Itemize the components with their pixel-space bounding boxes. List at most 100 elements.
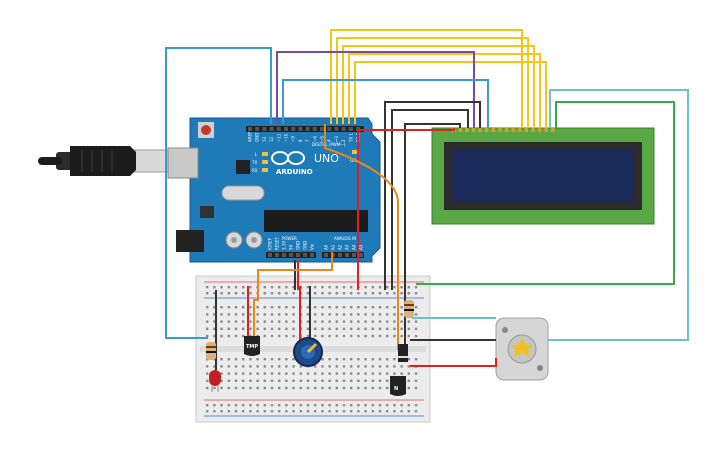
breadboard-hole[interactable] (213, 410, 216, 413)
breadboard-hole[interactable] (407, 286, 410, 289)
breadboard-hole[interactable] (278, 358, 281, 361)
breadboard-hole[interactable] (278, 365, 281, 368)
usb-cable[interactable] (38, 146, 171, 176)
wire-yellow[interactable] (330, 29, 523, 128)
breadboard-hole[interactable] (314, 292, 317, 295)
breadboard-hole[interactable] (386, 379, 389, 382)
potentiometer[interactable] (293, 337, 323, 367)
breadboard-hole[interactable] (342, 334, 346, 338)
breadboard-hole[interactable] (350, 379, 353, 382)
breadboard-hole[interactable] (249, 292, 252, 295)
breadboard-hole[interactable] (220, 358, 223, 361)
breadboard-hole[interactable] (227, 306, 230, 309)
breadboard-hole[interactable] (242, 372, 245, 375)
breadboard-hole[interactable] (270, 327, 274, 330)
lcd-pin[interactable] (491, 128, 496, 132)
breadboard-hole[interactable] (292, 320, 295, 323)
lcd-pin[interactable] (465, 128, 469, 132)
breadboard-hole[interactable] (249, 327, 252, 330)
breadboard-hole[interactable] (335, 386, 338, 390)
breadboard-hole[interactable] (414, 372, 418, 375)
breadboard-hole[interactable] (357, 306, 360, 309)
digital-pin[interactable] (248, 127, 252, 131)
breadboard-hole[interactable] (206, 379, 209, 382)
wire-blue[interactable] (165, 47, 272, 339)
breadboard-hole[interactable] (285, 320, 288, 323)
breadboard-hole[interactable] (364, 358, 367, 361)
resistor[interactable] (404, 300, 414, 318)
breadboard-hole[interactable] (220, 286, 223, 289)
breadboard-hole[interactable] (371, 410, 374, 413)
breadboard-hole[interactable] (270, 334, 274, 338)
lcd-pin[interactable] (551, 128, 555, 132)
breadboard-hole[interactable] (400, 286, 403, 289)
breadboard-hole[interactable] (400, 334, 403, 338)
arduino-uno-board[interactable]: L TX RX ON ARDUINO UNO DIGITAL (PWM~) PO… (167, 117, 381, 263)
breadboard-hole[interactable] (292, 286, 295, 289)
breadboard-hole[interactable] (213, 313, 216, 316)
breadboard-hole[interactable] (364, 372, 367, 375)
breadboard-hole[interactable] (386, 404, 389, 407)
lcd-pin[interactable] (511, 128, 515, 132)
breadboard-hole[interactable] (350, 410, 353, 413)
breadboard-hole[interactable] (386, 306, 389, 309)
breadboard-hole[interactable] (292, 292, 295, 295)
breadboard-hole[interactable] (378, 286, 382, 289)
breadboard-hole[interactable] (285, 372, 288, 375)
breadboard-hole[interactable] (357, 386, 360, 390)
breadboard-hole[interactable] (386, 313, 389, 316)
breadboard-hole[interactable] (328, 410, 331, 413)
breadboard-hole[interactable] (378, 327, 382, 330)
dc-motor[interactable] (495, 317, 549, 381)
breadboard-hole[interactable] (357, 404, 360, 407)
breadboard-hole[interactable] (306, 404, 310, 407)
breadboard-hole[interactable] (306, 292, 310, 295)
breadboard-hole[interactable] (386, 320, 389, 323)
digital-pin[interactable] (262, 127, 267, 131)
breadboard-hole[interactable] (220, 365, 223, 368)
breadboard-hole[interactable] (364, 320, 367, 323)
breadboard-hole[interactable] (278, 379, 281, 382)
breadboard-hole[interactable] (306, 386, 310, 390)
breadboard-hole[interactable] (234, 334, 238, 338)
power-pin[interactable] (289, 253, 293, 257)
breadboard-hole[interactable] (206, 320, 209, 323)
breadboard-hole[interactable] (314, 386, 317, 390)
breadboard-hole[interactable] (270, 320, 274, 323)
breadboard-hole[interactable] (234, 410, 238, 413)
breadboard-hole[interactable] (371, 334, 374, 338)
breadboard-hole[interactable] (350, 404, 353, 407)
resistor[interactable] (206, 342, 216, 360)
breadboard-hole[interactable] (342, 327, 346, 330)
lcd-pin[interactable] (544, 128, 548, 132)
breadboard-hole[interactable] (314, 306, 317, 309)
breadboard-hole[interactable] (263, 365, 266, 368)
breadboard-hole[interactable] (306, 327, 310, 330)
breadboard-hole[interactable] (249, 320, 252, 323)
breadboard-hole[interactable] (242, 404, 245, 407)
breadboard-hole[interactable] (328, 379, 331, 382)
breadboard-hole[interactable] (234, 292, 238, 295)
breadboard-hole[interactable] (256, 410, 259, 413)
wire-orange[interactable] (324, 124, 399, 350)
breadboard-hole[interactable] (278, 372, 281, 375)
breadboard-hole[interactable] (213, 365, 216, 368)
breadboard-hole[interactable] (328, 320, 331, 323)
breadboard-hole[interactable] (335, 306, 338, 309)
breadboard-hole[interactable] (371, 327, 374, 330)
breadboard-hole[interactable] (400, 292, 403, 295)
breadboard-hole[interactable] (407, 410, 410, 413)
breadboard-hole[interactable] (306, 334, 310, 338)
breadboard-hole[interactable] (270, 372, 274, 375)
breadboard-hole[interactable] (285, 358, 288, 361)
breadboard-hole[interactable] (335, 404, 338, 407)
breadboard-hole[interactable] (378, 306, 382, 309)
lcd-pin[interactable] (537, 128, 542, 132)
breadboard-hole[interactable] (220, 410, 223, 413)
breadboard-hole[interactable] (342, 286, 346, 289)
breadboard-hole[interactable] (335, 286, 338, 289)
digital-pin[interactable] (269, 127, 274, 131)
breadboard-hole[interactable] (213, 286, 216, 289)
breadboard-hole[interactable] (357, 327, 360, 330)
breadboard-hole[interactable] (306, 286, 310, 289)
